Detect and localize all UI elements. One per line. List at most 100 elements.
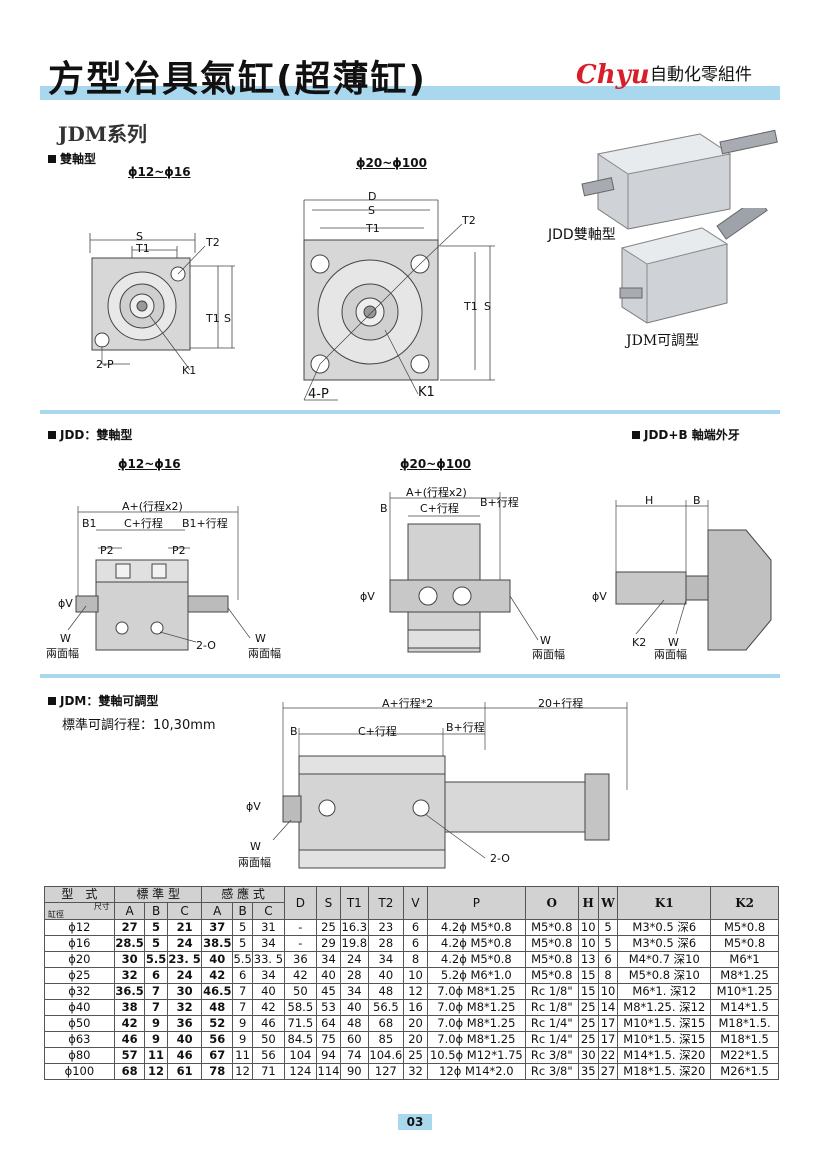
table-cell: 28 [367, 935, 405, 952]
jdm-product-name: JDM可調型 [626, 333, 700, 349]
table-cell: 25 [577, 999, 599, 1016]
th-O: O [524, 886, 579, 920]
table-cell: 85 [367, 1031, 405, 1048]
large-T2-label: T2 [462, 214, 476, 227]
jdd-b-end-drawing [615, 500, 772, 651]
table-cell: 24 [166, 967, 203, 984]
table-cell: 34 [339, 983, 369, 1000]
jdd-2o-label: 2-O [196, 639, 216, 652]
table-cell: 46 [113, 1031, 146, 1048]
table-cell: 7.0ϕ M8*1.25 [426, 1031, 526, 1048]
table-cell: 40 [252, 983, 285, 1000]
table-cell: M10*1.25 [710, 983, 779, 1000]
jdd-l-c-label: C+行程 [420, 502, 459, 515]
table-cell: 114 [316, 1063, 341, 1080]
jdm-c-label: C+行程 [358, 725, 397, 738]
table-cell: 4.2ϕ M5*0.8 [426, 935, 526, 952]
jdd-l-bs-label: B+行程 [480, 496, 519, 509]
section3-label: JDM：雙軸可調型 [48, 694, 158, 708]
table-cell: 127 [367, 1063, 405, 1080]
page-number: 03 [398, 1114, 432, 1130]
table-cell: M22*1.5 [710, 1047, 779, 1064]
table-cell: 58.5 [283, 999, 318, 1016]
table-cell: 5 [232, 919, 254, 936]
jdd-across-right-label: 兩面幅 [248, 647, 281, 660]
small-T1-vert-label: T1 [206, 312, 220, 325]
table-cell: 8 [597, 967, 619, 984]
table-cell: 10 [577, 919, 599, 936]
table-cell: 42 [201, 967, 234, 984]
jdd-l-b-label: B [380, 502, 388, 515]
table-cell: 60 [339, 1031, 369, 1048]
table-cell: 15 [577, 983, 599, 1000]
table-cell: 56 [201, 1031, 234, 1048]
table-cell: 6 [232, 967, 254, 984]
table-cell: 48 [201, 999, 234, 1016]
bore-cell: ϕ16 [44, 935, 115, 952]
table-cell: 84.5 [283, 1031, 318, 1048]
th-K2: K2 [710, 886, 779, 920]
large-4P-label: 4-P [308, 387, 329, 402]
table-cell: 57 [113, 1047, 146, 1064]
table-cell: M18*1.5. [710, 1015, 779, 1032]
table-cell: 42 [252, 999, 285, 1016]
jdd-side-large-drawing [389, 492, 539, 653]
front-view-small-drawing [89, 233, 235, 371]
table-cell: 74 [339, 1047, 369, 1064]
table-cell: 14 [597, 999, 619, 1016]
table-cell: 10 [597, 983, 619, 1000]
table-cell: 46.5 [201, 983, 234, 1000]
th-T1: T1 [339, 886, 369, 920]
table-cell: 46 [252, 1015, 285, 1032]
table-cell: 42 [113, 1015, 146, 1032]
table-cell: M3*0.5 深6 [617, 919, 712, 936]
table-cell: 9 [232, 1015, 254, 1032]
table-cell: 12 [403, 983, 428, 1000]
table-cell: 71 [252, 1063, 285, 1080]
th-T2: T2 [367, 886, 405, 920]
table-cell: 40 [316, 967, 341, 984]
table-cell: 5 [144, 935, 168, 952]
table-cell: M14*1.5 [710, 999, 779, 1016]
table-cell: 7.0ϕ M8*1.25 [426, 999, 526, 1016]
table-cell: 45 [316, 983, 341, 1000]
table-cell: 71.5 [283, 1015, 318, 1032]
th-D: D [283, 886, 318, 920]
jdd-a2-label: A+(行程x2) [122, 500, 183, 513]
table-cell: 6 [597, 951, 619, 968]
table-cell: M14*1.5. 深20 [617, 1047, 712, 1064]
table-cell: M26*1.5 [710, 1063, 779, 1080]
table-cell: 5 [144, 919, 168, 936]
jdm-2o-label: 2-O [490, 852, 510, 865]
table-cell: 7 [232, 983, 254, 1000]
table-cell: 124 [283, 1063, 318, 1080]
table-cell: M4*0.7 深10 [617, 951, 712, 968]
table-cell: Rc 1/8" [524, 999, 579, 1016]
th-V: V [403, 886, 428, 920]
th-sen-B: B [232, 902, 254, 920]
th-size-label: 尺寸 [93, 902, 110, 911]
table-cell: M5*0.8 深10 [617, 967, 712, 984]
bore-cell: ϕ25 [44, 967, 115, 984]
small-S-vert-label: S [224, 312, 231, 325]
table-cell: 48 [339, 1015, 369, 1032]
th-std-C: C [166, 902, 203, 920]
jdd-b-w-label: W [668, 636, 679, 649]
table-cell: 42 [283, 967, 318, 984]
table-cell: 33. 5 [252, 951, 285, 968]
jdd-b-k2-label: K2 [632, 636, 647, 649]
table-cell: 68 [367, 1015, 405, 1032]
table-cell: M6*1. 深12 [617, 983, 712, 1000]
section2-label: JDD：雙軸型 [48, 428, 132, 442]
jdd-p2-right-label: P2 [172, 544, 186, 557]
section2-right-label: JDD+B 軸端外牙 [632, 428, 740, 442]
sec2-dim-large: ϕ20~ϕ100 [400, 457, 471, 471]
jdm-across-label: 兩面幅 [238, 856, 271, 869]
